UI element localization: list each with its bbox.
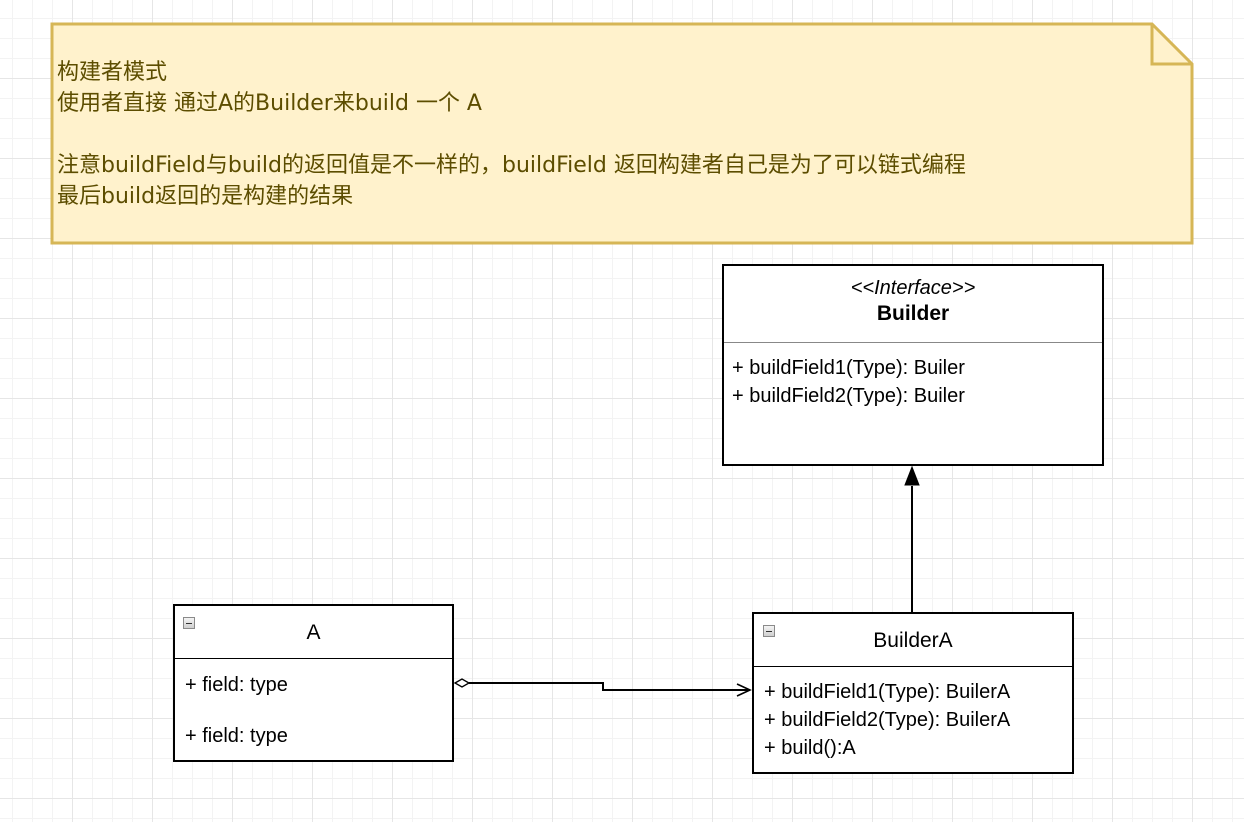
builder-a-class[interactable]: BuilderA + buildField1(Type): BuilerA + …	[752, 612, 1074, 774]
builder-a-member: + build():A	[764, 737, 856, 759]
note-text: 构建者模式 使用者直接 通过A的Builder来build 一个 A 注意bui…	[57, 57, 1182, 212]
class-a-header: A	[175, 606, 452, 659]
note-fold	[1150, 24, 1192, 66]
note-line: 使用者直接 通过A的Builder来build 一个 A	[57, 91, 482, 116]
builder-a-header: BuilderA	[754, 614, 1072, 667]
interface-members: + buildField1(Type): Builer + buildField…	[724, 343, 1102, 410]
class-a-members: + field: type + field: type	[175, 659, 452, 750]
note-line	[57, 119, 1182, 150]
builder-interface-header: <<Interface>> Builder	[724, 266, 1102, 343]
interface-member: + buildField1(Type): Builer	[732, 357, 965, 379]
builder-interface-class[interactable]: <<Interface>> Builder + buildField1(Type…	[722, 264, 1104, 466]
class-a-member: + field: type	[185, 725, 288, 747]
note-line: 最后build返回的是构建的结果	[57, 184, 354, 209]
class-a-member: + field: type	[185, 674, 288, 696]
interface-name: Builder	[876, 302, 950, 325]
note-line: 构建者模式	[57, 60, 168, 85]
interface-member: + buildField2(Type): Builer	[732, 385, 965, 407]
builder-a-members: + buildField1(Type): BuilerA + buildFiel…	[754, 667, 1072, 762]
class-a[interactable]: A + field: type + field: type	[173, 604, 454, 762]
builder-a-member: + buildField2(Type): BuilerA	[764, 709, 1011, 731]
collapse-icon[interactable]	[763, 625, 775, 637]
builder-a-name: BuilderA	[873, 629, 953, 652]
note-body	[50, 22, 1194, 245]
note-line: 注意buildField与build的返回值是不一样的，buildField 返…	[57, 153, 966, 178]
class-a-name: A	[306, 621, 321, 644]
interface-stereotype: <<Interface>>	[850, 277, 976, 299]
collapse-icon[interactable]	[183, 617, 195, 629]
builder-a-member: + buildField1(Type): BuilerA	[764, 681, 1011, 703]
